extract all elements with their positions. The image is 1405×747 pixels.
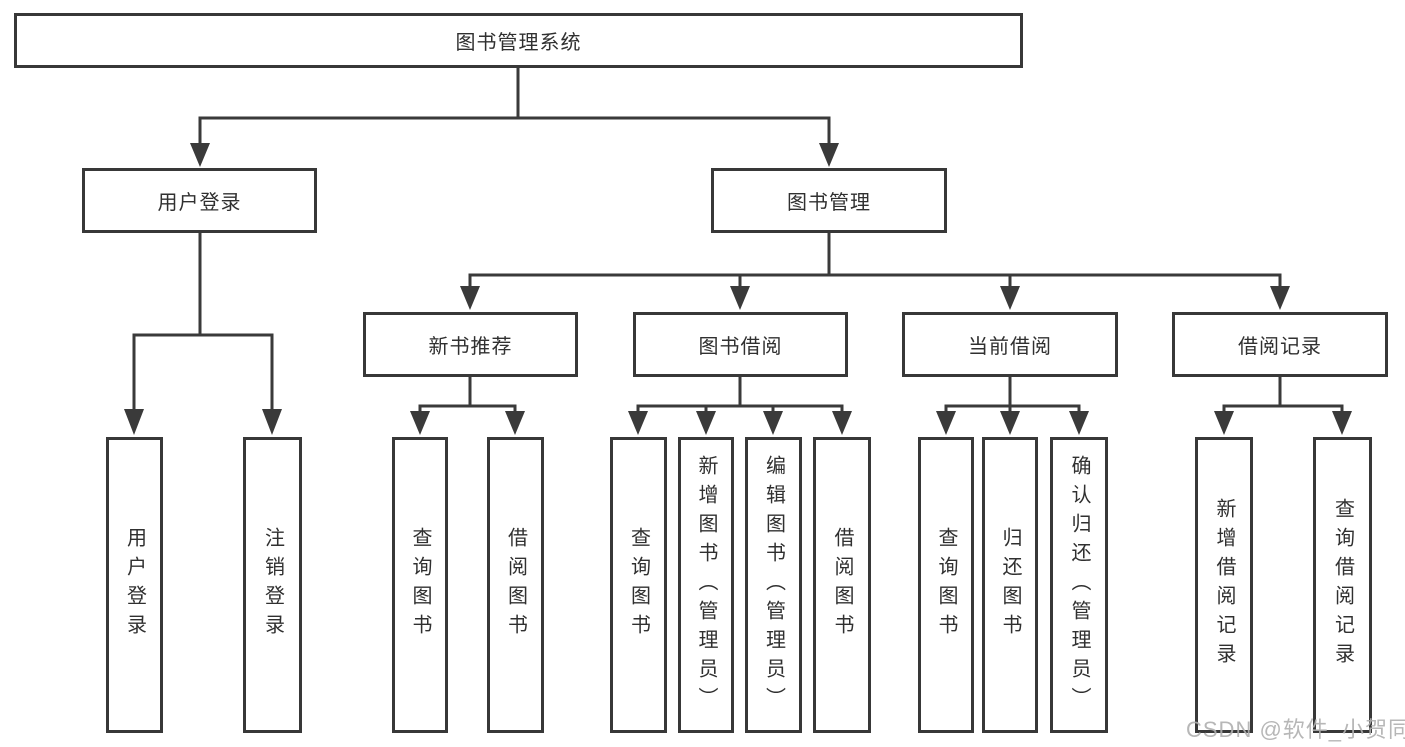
node-label: 图书管理系统 [455, 32, 582, 54]
node-label: 新增图书（管理员） [695, 454, 717, 716]
node-label: 编辑图书（管理员） [762, 454, 785, 716]
node-label: 注销登录 [261, 527, 284, 643]
leaf-confirm-return-admin: 确认归还（管理员） [1050, 437, 1108, 733]
node-borrowing-records: 借阅记录 [1172, 312, 1388, 377]
leaf-borrow-books-recommend: 借阅图书 [487, 437, 544, 733]
leaf-borrow-books-borrowing: 借阅图书 [813, 437, 871, 733]
leaf-query-books-borrowing: 查询图书 [610, 437, 667, 733]
node-book-management: 图书管理 [711, 168, 947, 233]
node-label: 查询图书 [935, 527, 957, 643]
node-label: 图书借阅 [698, 336, 783, 358]
node-label: 新增借阅记录 [1213, 498, 1235, 672]
leaf-logout: 注销登录 [243, 437, 302, 733]
leaf-edit-book-admin: 编辑图书（管理员） [745, 437, 802, 733]
node-label: 借阅记录 [1238, 336, 1322, 358]
leaf-return-books: 归还图书 [982, 437, 1038, 733]
node-book-borrowing: 图书借阅 [633, 312, 848, 377]
node-label: 用户登录 [157, 192, 242, 214]
node-label: 查询借阅记录 [1331, 498, 1354, 672]
leaf-add-book-admin: 新增图书（管理员） [678, 437, 734, 733]
leaf-query-books-current: 查询图书 [918, 437, 974, 733]
node-label: 当前借阅 [968, 336, 1052, 358]
node-label: 查询图书 [409, 527, 431, 643]
node-label: 确认归还（管理员） [1068, 454, 1090, 716]
node-current-borrowing: 当前借阅 [902, 312, 1118, 377]
node-user-login: 用户登录 [82, 168, 317, 233]
leaf-query-borrow-record: 查询借阅记录 [1313, 437, 1372, 733]
node-label: 归还图书 [999, 527, 1021, 643]
leaf-query-books-recommend: 查询图书 [392, 437, 448, 733]
node-label: 借阅图书 [831, 527, 853, 643]
node-label: 图书管理 [787, 192, 871, 214]
leaf-user-login: 用户登录 [106, 437, 163, 733]
node-label: 查询图书 [627, 527, 650, 643]
node-library-system: 图书管理系统 [14, 13, 1023, 68]
csdn-watermark: CSDN @软件_小贺同学 [1186, 717, 1405, 742]
leaf-add-borrow-record: 新增借阅记录 [1195, 437, 1253, 733]
node-new-book-recommend: 新书推荐 [363, 312, 578, 377]
node-label: 新书推荐 [428, 336, 513, 358]
node-label: 用户登录 [123, 527, 146, 643]
node-label: 借阅图书 [504, 527, 527, 643]
